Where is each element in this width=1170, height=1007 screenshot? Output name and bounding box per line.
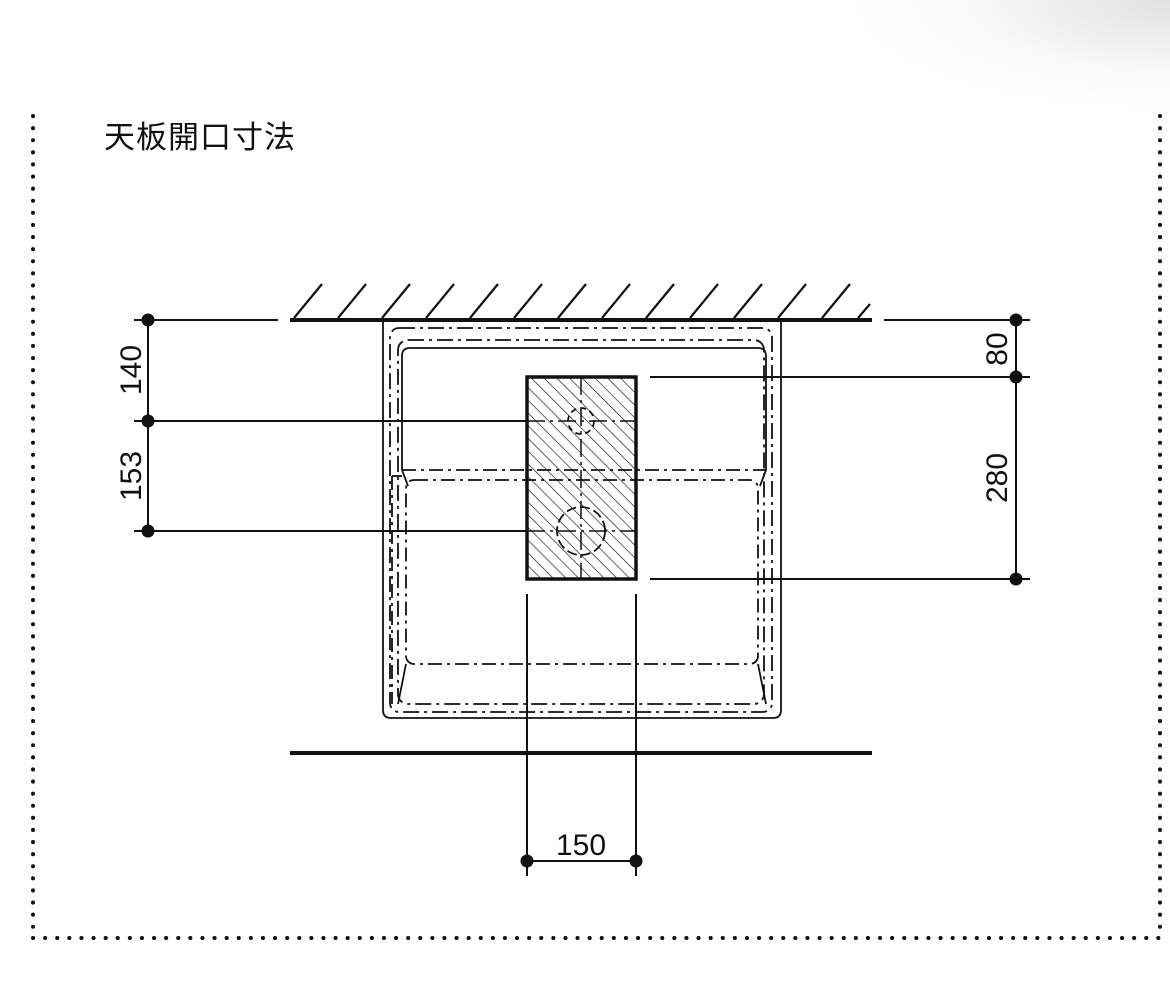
countertop-opening: [525, 375, 638, 581]
dimension-endpoints: [141, 313, 1023, 868]
page-title: 天板開口寸法: [104, 120, 296, 156]
dimension-label-140: 140: [115, 345, 148, 395]
dotted-border: [31, 114, 1162, 940]
dimension-label-153: 153: [115, 451, 148, 501]
dimension-label-80: 80: [981, 332, 1014, 365]
corner-shadow: [850, 0, 1170, 110]
basin-outline: [382, 320, 782, 719]
dimension-lines: [134, 319, 1030, 876]
dimension-label-150: 150: [556, 829, 606, 862]
wall-hatching: [290, 283, 872, 322]
dimension-label-280: 280: [981, 453, 1014, 503]
